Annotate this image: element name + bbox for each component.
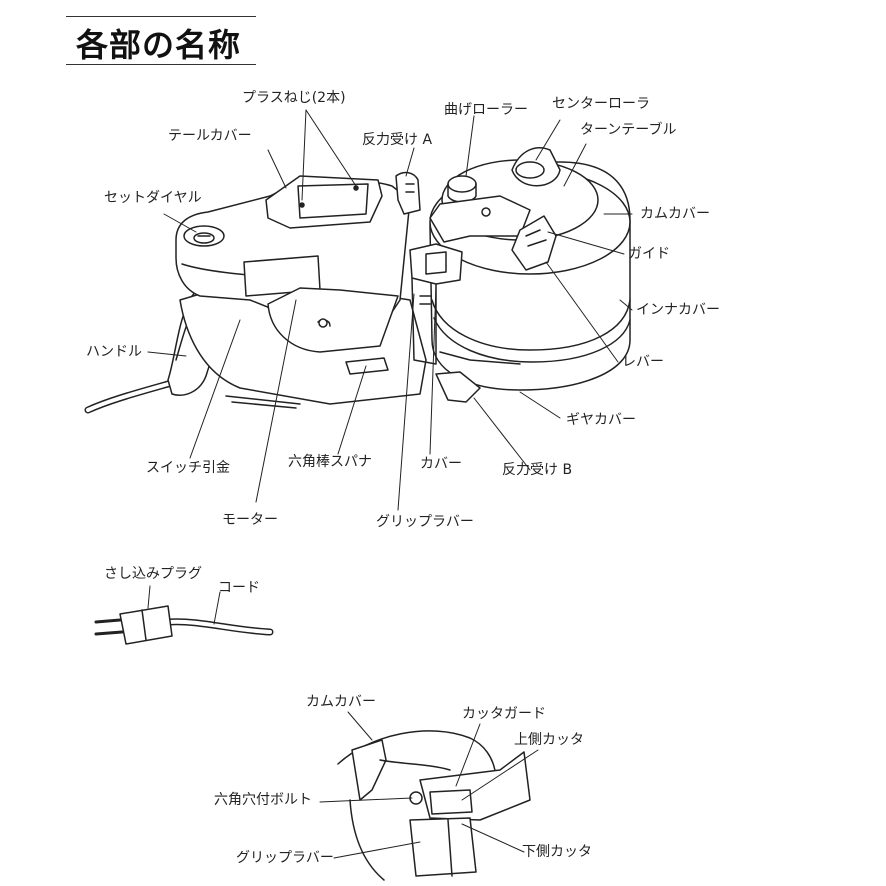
label-lower-cutter: 下側カッタ [522,844,592,860]
label-turntable: ターンテーブル [580,122,677,138]
label-tail-cover: テールカバー [168,128,252,144]
label-reaction-a: 反力受け A [362,132,433,148]
leader-lines-main [147,109,633,511]
label-hex-wrench: 六角棒スパナ [288,454,372,470]
label-cutter-guard: カッタガード [462,706,546,722]
label-guide: ガイド [628,246,670,262]
label-switch-trigger: スイッチ引金 [146,460,230,476]
cutter-detail-drawing [319,711,539,881]
label-plug: さし込みプラグ [104,566,202,582]
label-set-dial: セットダイヤル [104,190,202,206]
label-handle: ハンドル [86,344,142,360]
plug-drawing [94,585,274,645]
title-rule-bottom [66,64,256,65]
label-center-roller: センターローラ [552,96,650,112]
title-block: 各部の名称 [66,16,256,66]
label-cam-cover: カムカバー [640,206,710,222]
label-lever: レバー [622,354,664,370]
label-cord: コード [218,580,260,596]
label-motor: モーター [222,512,278,528]
label-plus-screws: プラスねじ(2本) [242,90,346,106]
main-tool-drawing [84,147,631,414]
label-gear-cover: ギヤカバー [566,412,636,428]
label-hex-socket-bolt: 六角穴付ボルト [214,792,312,808]
label-cam-cover-2: カムカバー [306,694,376,710]
label-grip-rubber-2: グリップラバー [236,850,334,866]
label-cover: カバー [420,456,462,472]
label-inner-cover: インナカバー [636,302,720,318]
label-grip-rubber: グリップラバー [376,514,474,530]
page-title: 各部の名称 [76,26,242,64]
label-reaction-b: 反力受け B [502,462,573,478]
label-upper-cutter: 上側カッタ [514,732,584,748]
label-bending-roller: 曲げローラー [444,102,528,118]
title-rule-top [66,16,256,17]
